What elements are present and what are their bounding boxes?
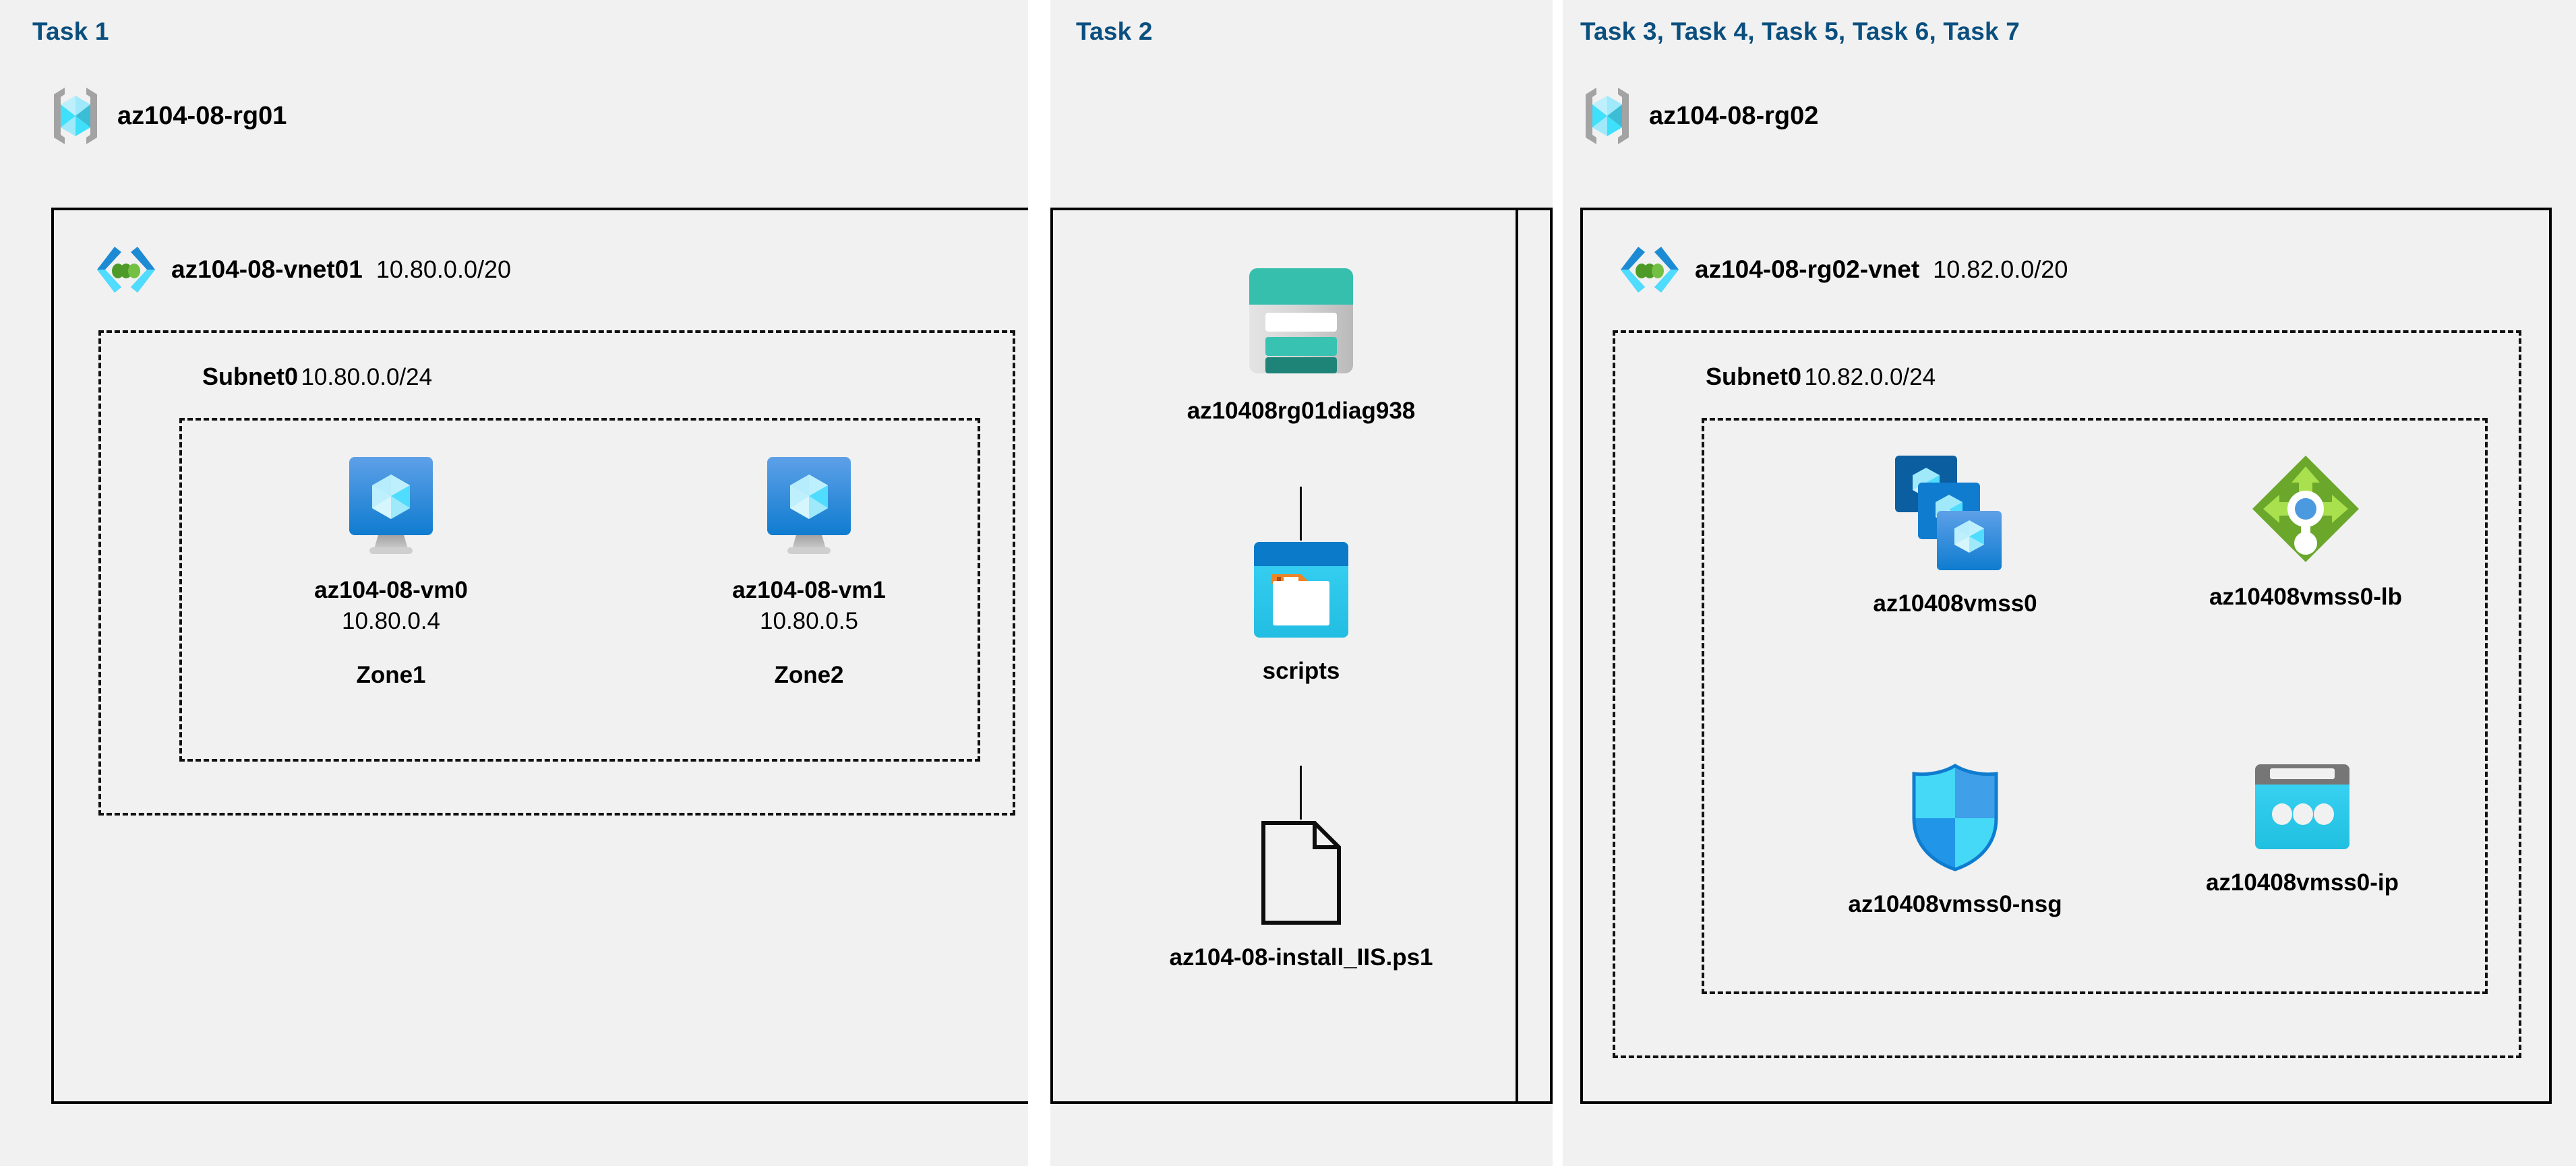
vnet02-name: az104-08-rg02-vnet [1695,255,1920,283]
connector-storage-to-container [1300,487,1302,541]
connector-container-to-file [1300,766,1302,820]
task1-panel [0,0,1028,1166]
public-ip-address-caption: az10408vmss0-ip [2206,869,2399,896]
task2-boundary [1050,208,1553,1104]
subnet01-cidr: 10.80.0.0/24 [301,364,433,390]
vm-node-az104-08-vm1: az104-08-vm1 10.80.0.5 Zone2 [688,453,930,689]
virtual-network-icon [94,241,158,298]
virtual-network-icon [1618,241,1681,298]
storage-account-node: az10408rg01diag938 [1133,263,1470,425]
vnet01-name: az104-08-vnet01 [171,255,363,283]
network-security-group-node: az10408vmss0-nsg [1780,762,2130,918]
resource-group-rg02-label: az104-08-rg02 [1649,101,1819,130]
vm1-caption: az104-08-vm1 10.80.0.5 Zone2 [732,577,886,689]
load-balancer-name: az10408vmss0-lb [2209,584,2403,610]
subnet02-label: Subnet0 10.82.0.0/24 [1706,363,1936,391]
public-ip-address-name: az10408vmss0-ip [2205,869,2399,896]
subnet01-name: Subnet0 [202,363,299,390]
virtual-machine-icon [337,453,445,559]
resource-group-rg01-label: az104-08-rg01 [117,101,287,130]
resource-group-icon [49,85,102,147]
vnet02-boundary [1580,208,2552,1104]
storage-account-name: az10408rg01diag938 [1187,398,1416,424]
vm-node-az104-08-vm0: az104-08-vm0 10.80.0.4 Zone1 [270,453,512,689]
network-security-group-name: az10408vmss0-nsg [1848,891,2062,917]
script-file-node: az104-08-install_IIS.ps1 [1079,819,1524,971]
public-ip-address-icon [2252,762,2352,852]
column-gutter-right [1553,0,1563,1166]
load-balancer-caption: az10408vmss0-lb [2209,584,2402,611]
virtual-machine-icon [755,453,863,559]
vm0-caption: az104-08-vm0 10.80.0.4 Zone1 [314,577,468,689]
script-file-name: az104-08-install_IIS.ps1 [1169,944,1433,971]
vm1-zone: Zone2 [774,662,844,688]
blob-container-caption: scripts [1263,658,1340,685]
resource-group-rg02: az104-08-rg02 [1580,85,1818,147]
availability-zone-group-boundary [179,418,980,762]
storage-account-caption: az10408rg01diag938 [1187,398,1416,425]
vm-scale-set-name: az10408vmss0 [1873,590,2037,617]
network-security-group-caption: az10408vmss0-nsg [1848,891,2062,918]
column-gutter-left [1028,0,1050,1166]
storage-account-icon [1240,263,1362,380]
vm1-ip: 10.80.0.5 [760,608,858,634]
subnet02-cidr: 10.82.0.0/24 [1804,364,1936,390]
vnet02-header: az104-08-rg02-vnet 10.82.0.0/20 [1618,241,2068,298]
public-ip-address-node: az10408vmss0-ip [2151,762,2454,896]
resource-group-icon [1580,85,1634,147]
task3-heading: Task 3, Task 4, Task 5, Task 6, Task 7 [1580,18,2020,45]
vm0-name: az104-08-vm0 [314,577,468,603]
vm-scale-set-caption: az10408vmss0 [1873,590,2037,617]
resource-group-rg01: az104-08-rg01 [49,85,287,147]
vm1-name: az104-08-vm1 [732,577,886,603]
blob-container-name: scripts [1262,658,1340,684]
script-file-caption: az104-08-install_IIS.ps1 [1169,944,1433,971]
load-balancer-icon [2248,452,2363,566]
task1-heading: Task 1 [32,18,109,45]
blob-container-icon [1250,539,1352,640]
vm0-ip: 10.80.0.4 [342,608,440,634]
file-icon [1257,819,1346,927]
task2-heading: Task 2 [1076,18,1153,45]
load-balancer-node: az10408vmss0-lb [2157,452,2454,611]
vnet01-boundary [51,208,1518,1104]
blob-container-node: scripts [1183,539,1419,685]
vm-scale-set-icon [1891,452,2019,573]
network-security-group-icon [1905,762,2006,873]
vnet01-cidr: 10.80.0.0/20 [376,255,512,283]
vnet01-header: az104-08-vnet01 10.80.0.0/20 [94,241,511,298]
subnet01-boundary [98,330,1015,816]
subnet02-boundary [1613,330,2521,1058]
vmss-resources-group-boundary [1702,418,2488,994]
subnet02-name: Subnet0 [1706,363,1802,390]
subnet01-label: Subnet0 10.80.0.0/24 [202,363,432,391]
vnet02-cidr: 10.82.0.0/20 [1933,255,2068,283]
vm0-zone: Zone1 [356,662,426,688]
vm-scale-set-node: az10408vmss0 [1793,452,2117,617]
task3-panel [1563,0,2576,1166]
